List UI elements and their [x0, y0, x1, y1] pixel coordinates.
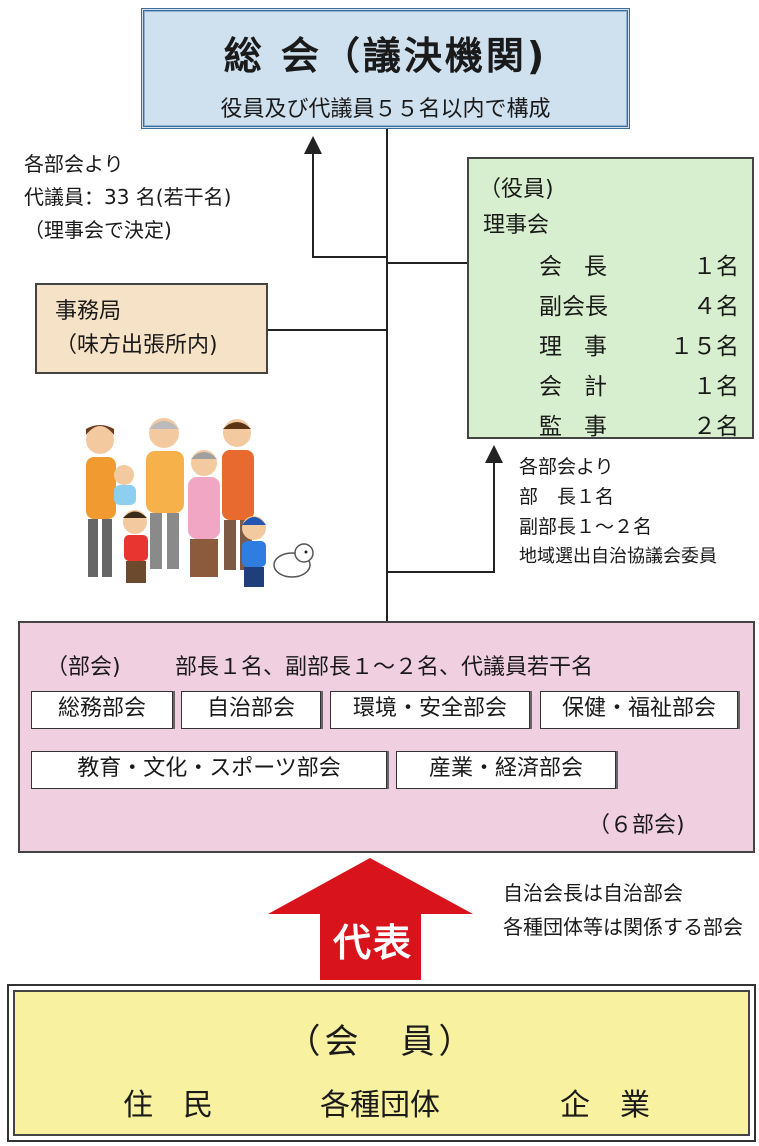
board-member-role: 理事 — [539, 334, 629, 360]
board-member-row: 副会長 ４名 — [539, 287, 739, 321]
representative-note: 自治会長は自治部会 各種団体等は関係する部会 — [503, 876, 743, 944]
board-member-role: 監事 — [539, 414, 629, 440]
members-box: （会 員） 住 民 各種団体 企 業 — [13, 990, 750, 1136]
board-note-line: 地域選出自治協議会委員 — [519, 546, 717, 567]
members-group-companies: 企 業 — [560, 1088, 650, 1123]
board-member-row: 理事 １５名 — [539, 327, 739, 361]
family-illustration — [86, 418, 314, 587]
general-assembly-title: 総 会（議決機関) — [223, 34, 548, 78]
board-name: 理事会 — [483, 213, 550, 238]
secretariat-connector-line — [267, 329, 388, 331]
board-member-count: １５名 — [670, 334, 739, 360]
delegates-line-vertical — [312, 150, 314, 258]
general-assembly-box: 総 会（議決機関) 役員及び代議員５５名以内で構成 — [141, 8, 630, 129]
sections-box: （部会) 部長１名、副部長１～２名、代議員若干名 総務部会 自治部会 環境・安全… — [18, 621, 755, 853]
delegates-note-line: （理事会で決定) — [24, 218, 172, 242]
main-trunk-line — [386, 129, 388, 621]
secretariat-box: 事務局 （味方出張所内) — [35, 283, 268, 374]
board-member-role: 会計 — [539, 374, 629, 400]
members-heading: （会 員） — [286, 1022, 477, 1062]
board-member-row: 会長 １名 — [539, 247, 739, 281]
board-note: 各部会より 部 長１名 副部長１～２名 地域選出自治協議会委員 — [519, 452, 717, 572]
arrow-up-icon — [304, 136, 322, 154]
delegates-line-horizontal — [312, 256, 388, 258]
section-chip-self-government: 自治部会 — [181, 691, 321, 729]
board-note-line: 各部会より — [519, 456, 614, 478]
board-member-count: ２名 — [693, 414, 739, 440]
board-box: （役員) 理事会 会長 １名 副会長 ４名 理事 １５名 会計 １名 監事 ２名 — [467, 157, 754, 441]
secretariat-location: （味方出張所内) — [55, 333, 218, 358]
members-group-organizations: 各種団体 — [320, 1088, 440, 1123]
representative-label: 代表 — [332, 921, 413, 965]
board-note-line: 部 長１名 — [519, 486, 615, 508]
board-member-role: 会長 — [539, 254, 629, 280]
delegates-note-line: 各部会より — [24, 152, 124, 176]
sections-heading: （部会) — [46, 655, 121, 680]
general-assembly-subtitle: 役員及び代議員５５名以内で構成 — [220, 97, 551, 122]
section-chip-health-welfare: 保健・福祉部会 — [540, 691, 738, 729]
board-member-count: １名 — [693, 254, 739, 280]
representative-note-line: 自治会長は自治部会 — [503, 881, 683, 905]
arrow-up-icon — [485, 445, 503, 463]
delegates-note-line: 代議員：33 名(若干名) — [24, 185, 232, 209]
board-note-line-horizontal — [386, 571, 495, 573]
secretariat-title: 事務局 — [55, 299, 122, 324]
delegates-note: 各部会より 代議員：33 名(若干名) （理事会で決定) — [24, 148, 231, 247]
section-chip-industry-economy: 産業・経済部会 — [396, 751, 616, 789]
board-member-count: １名 — [693, 374, 739, 400]
sections-count: （６部会) — [588, 813, 685, 838]
sections-composition: 部長１名、副部長１～２名、代議員若干名 — [175, 655, 594, 680]
representative-note-line: 各種団体等は関係する部会 — [503, 915, 743, 939]
members-group-residents: 住 民 — [123, 1088, 213, 1123]
board-note-line: 副部長１～２名 — [519, 516, 653, 538]
board-member-row: 監事 ２名 — [539, 407, 739, 441]
section-chip-general-affairs: 総務部会 — [31, 691, 173, 729]
section-chip-environment-safety: 環境・安全部会 — [330, 691, 530, 729]
section-chip-education-culture-sports: 教育・文化・スポーツ部会 — [31, 751, 387, 789]
representative-arrow-icon — [268, 858, 473, 980]
board-note-line-vertical — [493, 460, 495, 573]
board-member-row: 会計 １名 — [539, 367, 739, 401]
board-heading: （役員) — [479, 177, 554, 202]
board-member-role: 副会長 — [539, 294, 608, 320]
board-connector-line — [386, 262, 468, 264]
board-member-count: ４名 — [693, 294, 739, 320]
